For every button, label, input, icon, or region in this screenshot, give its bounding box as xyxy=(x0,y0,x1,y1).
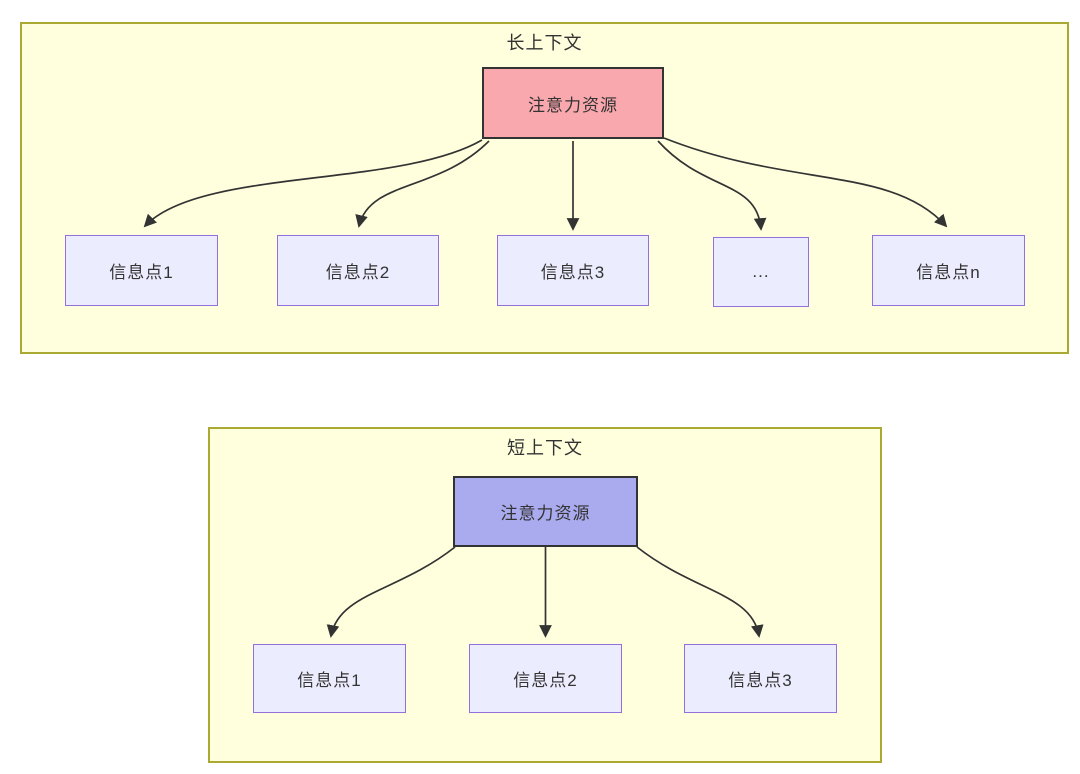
node-long-info-point-3: 信息点3 xyxy=(497,235,649,306)
node-long-info-point-n: 信息点n xyxy=(872,235,1025,306)
node-short-info-point-3: 信息点3 xyxy=(684,644,837,713)
node-long-info-point-2: 信息点2 xyxy=(277,235,439,306)
group-short-title: 短上下文 xyxy=(507,438,583,458)
node-long-info-point-1: 信息点1 xyxy=(65,235,218,306)
group-long-title: 长上下文 xyxy=(506,33,583,53)
node-attention-resource-short: 注意力资源 xyxy=(453,476,638,547)
node-attention-resource-long: 注意力资源 xyxy=(482,67,664,139)
node-short-info-point-2: 信息点2 xyxy=(469,644,622,713)
node-long-info-point-ellipsis: ... xyxy=(713,237,809,307)
node-short-info-point-1: 信息点1 xyxy=(253,644,406,713)
